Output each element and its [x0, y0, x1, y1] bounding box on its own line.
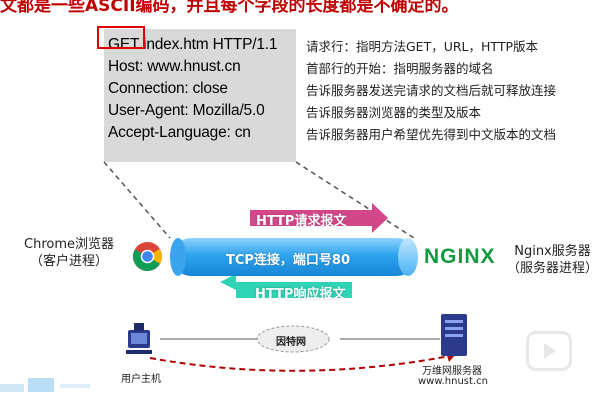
desc-user-agent: 告诉服务器浏览器的类型及版本 — [306, 105, 482, 120]
response-arrow — [220, 274, 352, 298]
decor-bar-2 — [28, 378, 54, 392]
tube-start-cap — [170, 238, 186, 276]
desc-accept-language: 告诉服务器用户希望优先得到中文版本的文档 — [306, 127, 557, 142]
decor-bar-3 — [60, 384, 90, 388]
web-server-icon — [441, 314, 467, 356]
web-server-domain: www.hnust.cn — [418, 376, 488, 387]
connection-header: Connection: close — [108, 80, 228, 97]
network-route — [149, 354, 456, 372]
server-role: （服务器进程） — [507, 261, 599, 276]
web-server-label: 万维网服务器 — [422, 366, 482, 377]
get-method-highlight — [97, 26, 145, 49]
desc-connection: 告诉服务器发送完请求的文档后就可释放连接 — [306, 83, 557, 98]
tube-end-cap — [398, 238, 418, 276]
desc-request-line: 请求行：指明方法GET，URL，HTTP版本 — [306, 39, 539, 54]
request-line: GET index.htm HTTP/1.1 — [108, 36, 278, 53]
left-dashed-line — [103, 161, 171, 239]
request-arrow — [250, 203, 388, 233]
tcp-connection-label: TCP连接，端口号80 — [226, 253, 351, 268]
client-role: （客户进程） — [29, 254, 108, 269]
http-request-box: GET index.htm HTTP/1.1 Host: www.hnust.c… — [104, 29, 296, 162]
video-play-button[interactable] — [526, 331, 572, 371]
user-agent-header: User-Agent: Mozilla/5.0 — [108, 102, 265, 119]
response-arrow-label: HTTP响应报文 — [255, 287, 346, 302]
user-host-computer-icon — [126, 323, 152, 354]
server-name: Nginx服务器 — [514, 244, 591, 259]
nginx-logo: NGINX — [424, 245, 496, 268]
desc-host: 首部行的开始：指明服务器的域名 — [306, 61, 494, 76]
internet-cloud-icon — [256, 325, 330, 353]
accept-language-header: Accept-Language: cn — [108, 124, 251, 141]
client-name: Chrome浏览器 — [24, 237, 114, 252]
chrome-icon — [132, 241, 163, 272]
server-label: Nginx服务器 （服务器进程） — [507, 243, 598, 277]
host-header: Host: www.hnust.cn — [108, 58, 241, 75]
play-icon — [544, 343, 556, 359]
top-banner-text: 文都是一些ASCII编码，并且每个字段的长度都是不确定的。 — [0, 0, 459, 16]
internet-label: 因特网 — [276, 337, 306, 348]
tcp-connection-tube — [172, 238, 416, 276]
decor-bar-1 — [0, 384, 24, 392]
request-arrow-label: HTTP请求报文 — [256, 214, 347, 229]
client-label: Chrome浏览器 （客户进程） — [24, 236, 114, 270]
user-host-label: 用户主机 — [121, 374, 161, 385]
